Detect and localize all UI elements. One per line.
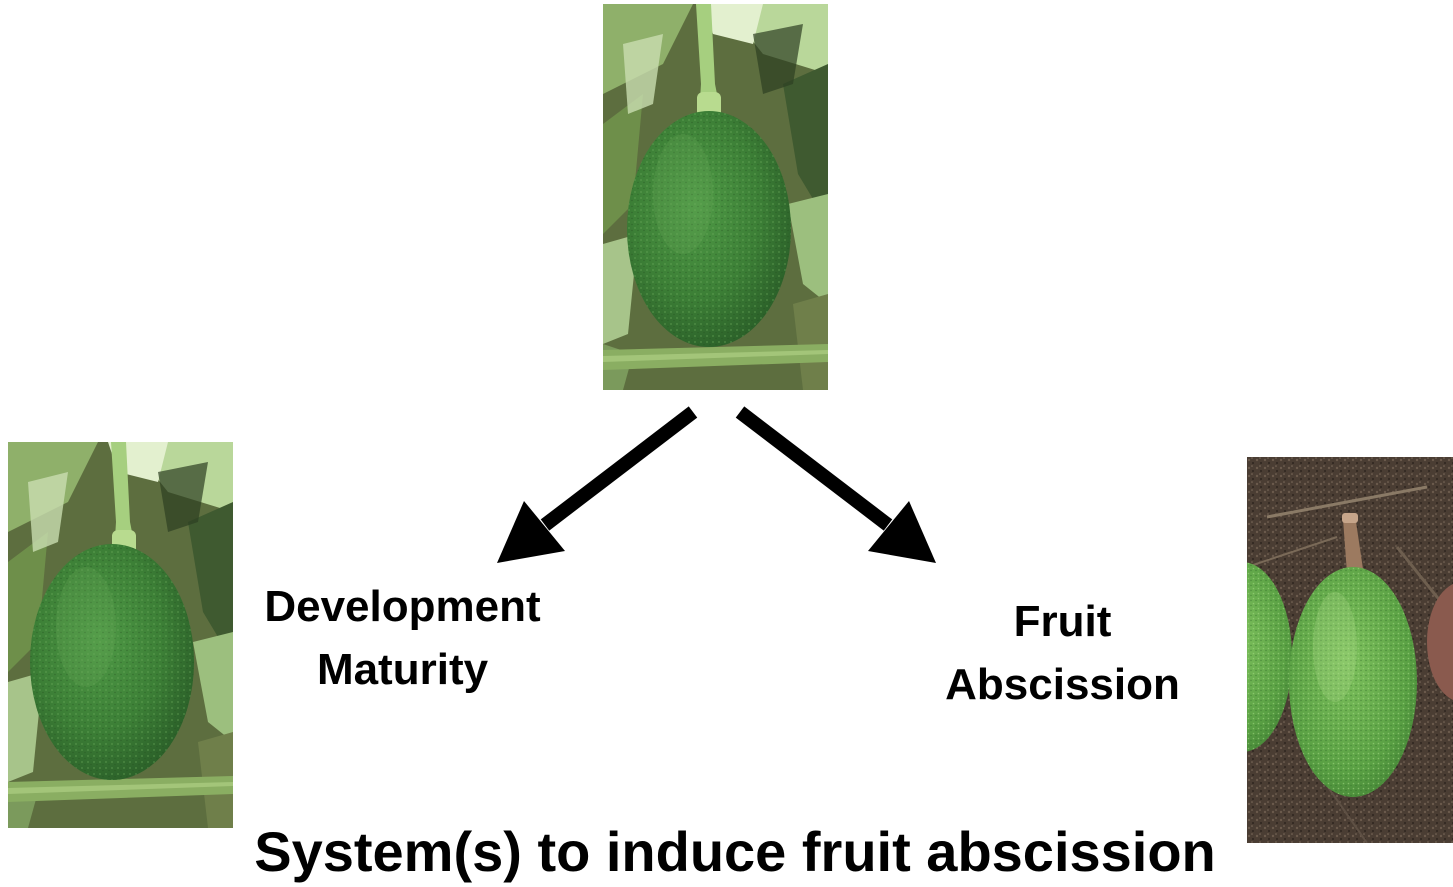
avocado-hanging-image — [603, 4, 828, 390]
maturity-text: Maturity — [250, 638, 555, 701]
fruit-abscission-label: Fruit Abscission — [940, 590, 1185, 716]
avocado-on-ground-photo — [1247, 457, 1453, 843]
diagram-title: System(s) to induce fruit abscission — [200, 818, 1270, 886]
avocado-on-branch-photo-left — [8, 442, 233, 828]
fruit-text: Fruit — [940, 590, 1185, 653]
arrow-to-fruit-abscission — [740, 412, 936, 563]
development-text: Development — [250, 575, 555, 638]
arrow-to-development-maturity — [497, 412, 693, 563]
avocado-on-branch-photo-top — [603, 4, 828, 390]
avocado-hanging-image — [8, 442, 233, 828]
abscised-avocado-image — [1247, 457, 1453, 843]
abscission-text: Abscission — [940, 653, 1185, 716]
development-maturity-label: Development Maturity — [250, 575, 555, 701]
